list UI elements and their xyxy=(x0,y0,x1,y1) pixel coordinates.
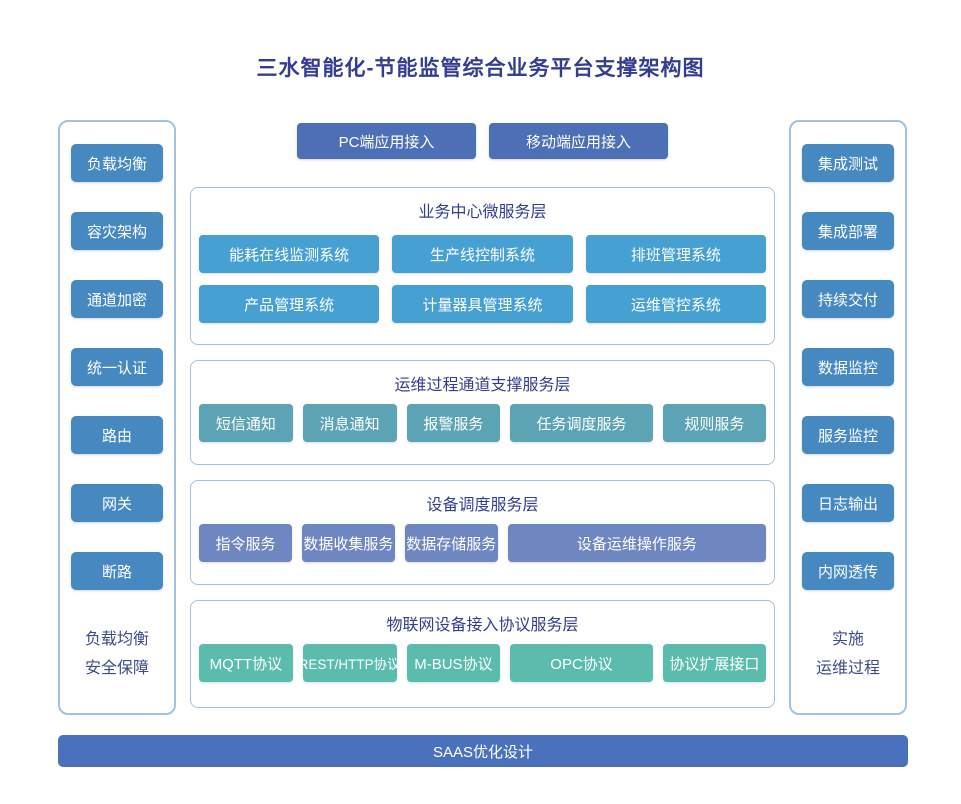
sidebar-item-integration-test: 集成测试 xyxy=(802,144,894,182)
sidebar-item-routing: 路由 xyxy=(71,416,163,454)
node-command-service: 指令服务 xyxy=(199,524,292,562)
center-column: PC端应用接入 移动端应用接入 业务中心微服务层 能耗在线监测系统 生产线控制系… xyxy=(190,120,775,715)
section-ops-channel-support: 运维过程通道支撑服务层 短信通知 消息通知 报警服务 任务调度服务 规则服务 xyxy=(190,360,775,465)
node-alarm-service: 报警服务 xyxy=(406,404,501,442)
node-production-line-control: 生产线控制系统 xyxy=(392,235,573,273)
right-panel-caption-line2: 运维过程 xyxy=(815,660,880,677)
node-rest-http: REST/HTTP协议 xyxy=(302,644,397,682)
sidebar-item-channel-encryption: 通道加密 xyxy=(71,280,163,318)
sidebar-item-gateway: 网关 xyxy=(71,484,163,522)
left-panel-caption-line1: 负载均衡 xyxy=(84,631,149,648)
node-device-ops: 设备运维操作服务 xyxy=(507,524,766,562)
left-panel-caption: 负载均衡 安全保障 xyxy=(85,625,149,683)
sidebar-item-log-output: 日志输出 xyxy=(802,484,894,522)
section-title: 业务中心微服务层 xyxy=(418,204,547,221)
diagram-body: 负载均衡 容灾架构 通道加密 统一认证 路由 网关 断路 负载均衡 安全保障 P… xyxy=(58,120,907,715)
node-product-management: 产品管理系统 xyxy=(199,285,380,323)
sidebar-item-data-monitoring: 数据监控 xyxy=(802,348,894,386)
protocol-node-row: MQTT协议 REST/HTTP协议 M-BUS协议 OPC协议 协议扩展接口 xyxy=(199,644,766,682)
node-metering-management: 计量器具管理系统 xyxy=(392,285,573,323)
mobile-access-node: 移动端应用接入 xyxy=(489,123,668,159)
node-shift-management: 排班管理系统 xyxy=(585,235,766,273)
node-message-notify: 消息通知 xyxy=(302,404,397,442)
node-rule-service: 规则服务 xyxy=(662,404,766,442)
node-mbus: M-BUS协议 xyxy=(406,644,501,682)
scheduling-node-row: 指令服务 数据收集服务 数据存储服务 设备运维操作服务 xyxy=(199,524,766,562)
node-task-scheduling: 任务调度服务 xyxy=(510,404,653,442)
sidebar-item-continuous-delivery: 持续交付 xyxy=(802,280,894,318)
node-sms-notify: 短信通知 xyxy=(199,404,293,442)
saas-bar: SAAS优化设计 xyxy=(58,735,908,767)
sidebar-item-service-monitoring: 服务监控 xyxy=(802,416,894,454)
sidebar-item-load-balancing: 负载均衡 xyxy=(71,144,163,182)
node-mqtt: MQTT协议 xyxy=(199,644,293,682)
right-panel: 集成测试 集成部署 持续交付 数据监控 服务监控 日志输出 内网透传 实施 运维… xyxy=(789,120,907,715)
node-data-collection: 数据收集服务 xyxy=(301,524,395,562)
left-panel: 负载均衡 容灾架构 通道加密 统一认证 路由 网关 断路 负载均衡 安全保障 xyxy=(58,120,176,715)
sidebar-item-disaster-recovery: 容灾架构 xyxy=(71,212,163,250)
node-protocol-ext: 协议扩展接口 xyxy=(662,644,766,682)
sidebar-item-circuit-break: 断路 xyxy=(71,552,163,590)
section-title: 物联网设备接入协议服务层 xyxy=(386,617,579,634)
left-panel-caption-line2: 安全保障 xyxy=(84,660,149,677)
section-title: 设备调度服务层 xyxy=(426,497,539,514)
sidebar-item-unified-auth: 统一认证 xyxy=(71,348,163,386)
right-panel-caption: 实施 运维过程 xyxy=(816,625,880,683)
business-node-grid: 能耗在线监测系统 生产线控制系统 排班管理系统 产品管理系统 计量器具管理系统 … xyxy=(199,235,766,323)
section-business-microservices: 业务中心微服务层 能耗在线监测系统 生产线控制系统 排班管理系统 产品管理系统 … xyxy=(190,187,775,345)
pc-access-node: PC端应用接入 xyxy=(297,123,476,159)
section-iot-protocol: 物联网设备接入协议服务层 MQTT协议 REST/HTTP协议 M-BUS协议 … xyxy=(190,600,775,708)
right-panel-caption-line1: 实施 xyxy=(831,631,864,648)
section-title: 运维过程通道支撑服务层 xyxy=(394,377,571,394)
access-layer: PC端应用接入 移动端应用接入 xyxy=(190,123,775,159)
node-ops-control: 运维管控系统 xyxy=(585,285,766,323)
sidebar-item-intranet-passthrough: 内网透传 xyxy=(802,552,894,590)
sidebar-item-integration-deploy: 集成部署 xyxy=(802,212,894,250)
node-data-storage: 数据存储服务 xyxy=(404,524,498,562)
node-energy-monitoring: 能耗在线监测系统 xyxy=(199,235,380,273)
channel-node-row: 短信通知 消息通知 报警服务 任务调度服务 规则服务 xyxy=(199,404,766,442)
section-device-scheduling: 设备调度服务层 指令服务 数据收集服务 数据存储服务 设备运维操作服务 xyxy=(190,480,775,585)
node-opc: OPC协议 xyxy=(510,644,653,682)
page-title: 三水智能化-节能监管综合业务平台支撑架构图 xyxy=(256,57,705,80)
